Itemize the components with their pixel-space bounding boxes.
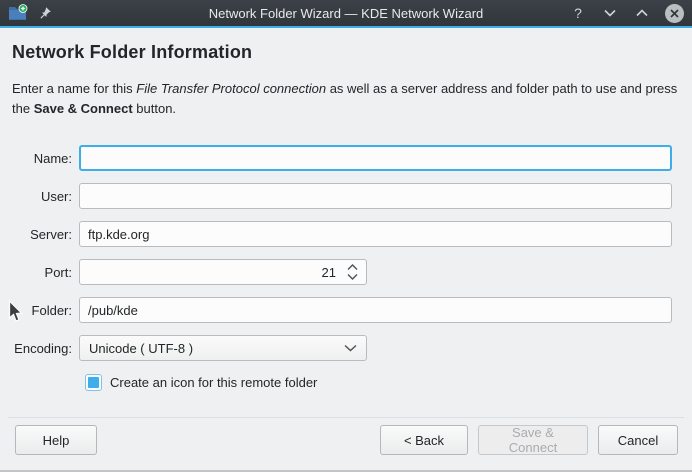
back-button[interactable]: < Back xyxy=(380,425,468,455)
port-input[interactable] xyxy=(79,259,367,285)
create-icon-checkbox-label[interactable]: Create an icon for this remote folder xyxy=(110,374,318,390)
folder-label: Folder: xyxy=(31,302,72,318)
page-description: Enter a name for this File Transfer Prot… xyxy=(12,81,678,116)
save-and-connect-button[interactable]: Save & Connect xyxy=(478,425,588,455)
port-label: Port: xyxy=(44,264,72,280)
create-icon-checkbox[interactable] xyxy=(85,373,102,391)
close-button[interactable] xyxy=(665,3,684,23)
encoding-selected-value: Unicode ( UTF-8 ) xyxy=(89,340,194,356)
server-input[interactable] xyxy=(79,221,672,247)
encoding-label: Encoding: xyxy=(14,340,72,356)
page-title: Network Folder Information xyxy=(12,42,253,62)
name-label: Name: xyxy=(33,150,72,166)
description-italic-text: File Transfer Protocol connection xyxy=(136,81,327,96)
button-separator xyxy=(8,417,684,418)
port-spinbox[interactable] xyxy=(79,259,367,285)
chevron-down-icon xyxy=(344,344,357,352)
description-bold-text: Save & Connect xyxy=(33,101,133,116)
cancel-button[interactable]: Cancel xyxy=(598,425,678,455)
user-label: User: xyxy=(40,188,72,204)
folder-input[interactable] xyxy=(79,297,672,323)
encoding-dropdown[interactable]: Unicode ( UTF-8 ) xyxy=(79,335,367,361)
maximize-button[interactable] xyxy=(633,4,651,22)
spin-up-icon[interactable] xyxy=(347,264,358,271)
spin-down-icon[interactable] xyxy=(347,273,358,280)
help-titlebar-button[interactable]: ? xyxy=(574,5,582,21)
pin-icon[interactable] xyxy=(38,6,52,20)
titlebar[interactable]: Network Folder Wizard — KDE Network Wiza… xyxy=(0,0,692,28)
minimize-button[interactable] xyxy=(601,4,619,22)
help-button[interactable]: Help xyxy=(15,425,97,455)
user-input[interactable] xyxy=(79,183,672,209)
server-label: Server: xyxy=(30,226,72,242)
network-folder-add-icon xyxy=(8,4,28,22)
name-input[interactable] xyxy=(79,145,672,171)
